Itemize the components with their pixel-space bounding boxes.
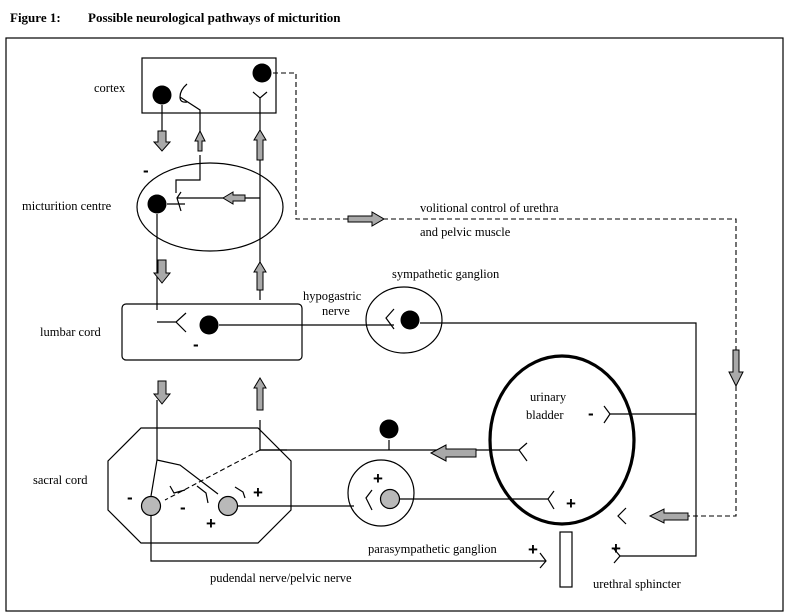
micturition-centre-ellipse <box>136 162 284 252</box>
arrow-down-centre-to-lumbar <box>152 259 172 284</box>
label-bladder: bladder <box>526 408 564 422</box>
urethral-sphincter-bar <box>559 531 573 588</box>
label-parasympathetic-ganglion: parasympathetic ganglion <box>368 542 498 556</box>
volitional-control-dashed-path <box>273 72 737 517</box>
lumbar-synapse <box>157 312 187 333</box>
sign-minus-sacral-mid: - <box>180 498 186 517</box>
arrow-up-to-cortex-right <box>253 129 267 161</box>
arrow-up-centre-to-cortex <box>194 129 206 152</box>
figure-caption: Possible neurological pathways of mictur… <box>88 10 341 25</box>
label-hypogastric-2: nerve <box>322 304 350 318</box>
arrow-left-bladder-feedback <box>429 444 477 462</box>
sign-plus-sacral-right: + <box>253 483 263 502</box>
cortex-neuron-left <box>152 85 172 105</box>
figure-title: Figure 1: Possible neurological pathways … <box>10 10 341 26</box>
label-micturition-centre: micturition centre <box>22 199 112 213</box>
arrow-down-lumbar-to-sacral <box>152 380 172 405</box>
lumbar-cord-box <box>121 303 303 361</box>
sacral-cord-octagon <box>107 427 292 544</box>
cortex-box <box>141 57 277 114</box>
label-urethral-sphincter: urethral sphincter <box>593 577 682 591</box>
cortex-neuron-right <box>252 63 272 83</box>
parasympathetic-ganglion-ellipse <box>347 459 415 527</box>
arrow-up-to-lumbar-right <box>253 377 267 411</box>
sign-minus-bladder: - <box>588 404 594 423</box>
micturition-centre-neuron <box>147 194 167 214</box>
sign-minus-centre: - <box>143 161 149 180</box>
micturition-centre-synapse <box>176 191 260 212</box>
lumbar-neuron <box>199 315 219 335</box>
sign-plus-sphincter: + <box>611 539 621 558</box>
sympathetic-ganglion-neuron <box>400 310 420 330</box>
sign-plus-sacral-bottom: + <box>206 514 216 533</box>
arrow-down-cortex-to-centre <box>152 130 172 152</box>
sign-plus-bladder: + <box>566 494 576 513</box>
figure-number: Figure 1: <box>10 10 61 25</box>
parasympathetic-ganglion-neuron <box>379 488 401 510</box>
label-lumbar-cord: lumbar cord <box>40 325 101 339</box>
arrow-left-centre <box>222 191 246 205</box>
sign-minus-sacral-left: - <box>127 488 133 507</box>
sacral-neuron-left <box>140 495 162 517</box>
label-hypogastric-1: hypogastric <box>303 289 362 303</box>
label-sacral-cord: sacral cord <box>33 473 88 487</box>
arrow-left-sphincter <box>648 508 689 524</box>
label-urinary: urinary <box>530 390 567 404</box>
urinary-bladder-ellipse <box>488 354 636 526</box>
sympathetic-ganglion-ellipse <box>365 286 443 354</box>
label-sympathetic-ganglion: sympathetic ganglion <box>392 267 500 281</box>
sign-plus-parasympathetic-label: + <box>528 540 538 559</box>
arrow-right-volitional <box>347 211 385 227</box>
cortex-synapse-left <box>179 83 201 138</box>
sign-plus-parasympathetic-ganglion: + <box>373 469 383 488</box>
arrow-down-volitional <box>728 349 744 388</box>
sign-minus-lumbar: - <box>193 335 199 354</box>
arrow-up-to-centre-right <box>253 261 267 291</box>
label-cortex: cortex <box>94 81 126 95</box>
label-pudendal-pelvic-nerve: pudendal nerve/pelvic nerve <box>210 571 352 585</box>
sacral-neuron-right <box>217 495 239 517</box>
label-volitional-1: volitional control of urethra <box>420 201 559 215</box>
label-volitional-2: and pelvic muscle <box>420 225 511 239</box>
figure-frame <box>5 37 784 612</box>
feedback-neuron <box>379 419 399 439</box>
